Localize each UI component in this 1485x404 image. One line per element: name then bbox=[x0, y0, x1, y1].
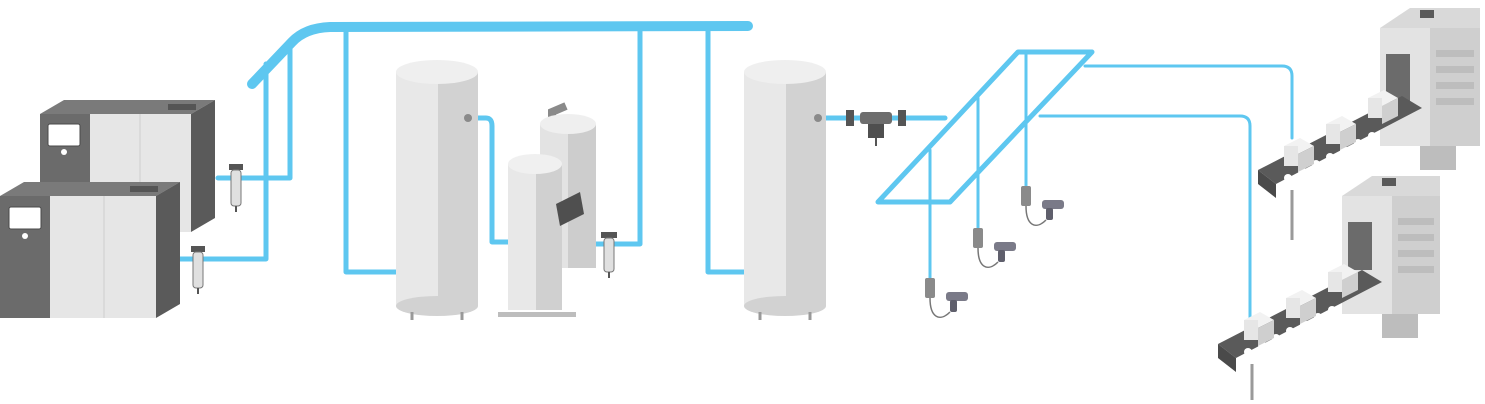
piping-network bbox=[177, 21, 1294, 320]
packaging-machine-icon bbox=[1342, 176, 1440, 338]
pipe-to-wet-receiver bbox=[343, 24, 403, 275]
air-impact-wrench-icon bbox=[946, 292, 968, 301]
dry-air-receiver-tank bbox=[744, 60, 826, 320]
air-impact-wrench-icon bbox=[994, 242, 1016, 251]
packaging-machine-icon bbox=[1380, 8, 1480, 170]
pipe-receiver-to-dryer bbox=[465, 115, 548, 245]
carton-box bbox=[1326, 116, 1356, 150]
packaging-line-1 bbox=[1258, 8, 1480, 240]
air-impact-wrench-3 bbox=[1021, 186, 1064, 226]
main-header-pipe bbox=[247, 21, 753, 89]
desiccant-dryer bbox=[498, 102, 596, 317]
riser-pipe-2 bbox=[177, 61, 269, 262]
branch-pipe-line-1 bbox=[1083, 64, 1294, 140]
dryer-control-box bbox=[556, 192, 584, 226]
line-filter-2 bbox=[191, 246, 205, 294]
line-filter-1 bbox=[229, 164, 243, 212]
flow-meter-icon bbox=[846, 110, 906, 146]
air-impact-wrench-icon bbox=[1042, 200, 1064, 209]
compressor-display-icon bbox=[47, 123, 81, 147]
carton-box bbox=[1284, 138, 1314, 172]
carton-box bbox=[1368, 90, 1398, 124]
carton-box bbox=[1286, 290, 1316, 324]
compressor-display-icon bbox=[8, 206, 42, 230]
air-compressor-2 bbox=[0, 182, 180, 318]
riser-pipe-1 bbox=[215, 39, 293, 181]
carton-box bbox=[1328, 264, 1358, 298]
branch-pipe-line-2 bbox=[1038, 114, 1252, 320]
dryer-outlet-filter bbox=[601, 232, 617, 278]
air-impact-wrench-2 bbox=[973, 228, 1016, 268]
packaging-line-2 bbox=[1218, 176, 1440, 400]
distribution-manifold bbox=[875, 49, 1095, 205]
pipe-to-dry-receiver bbox=[705, 24, 751, 275]
carton-box bbox=[1244, 312, 1274, 346]
wet-air-receiver-tank bbox=[396, 60, 478, 320]
air-impact-wrench-1 bbox=[925, 278, 968, 318]
